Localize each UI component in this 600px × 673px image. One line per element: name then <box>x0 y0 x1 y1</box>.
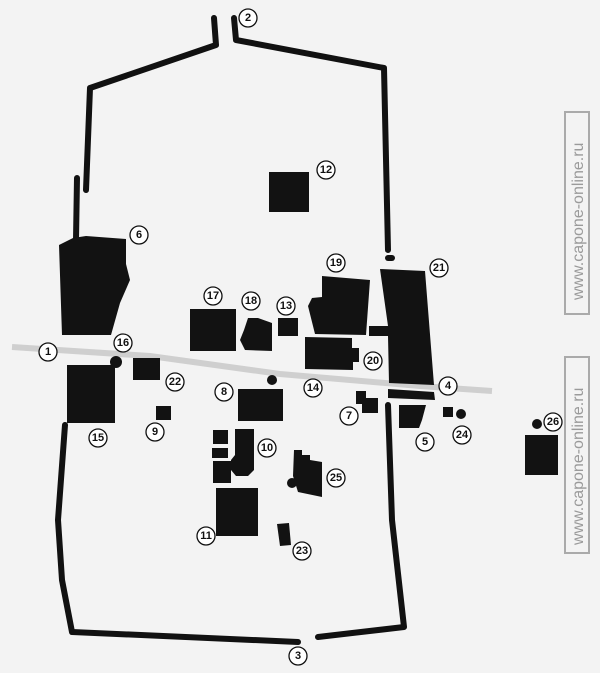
label-2: 2 <box>238 8 258 28</box>
label-15: 15 <box>88 428 108 448</box>
building-15 <box>67 365 115 423</box>
svg-text:17: 17 <box>207 290 219 302</box>
building-17 <box>190 309 236 351</box>
building-9 <box>156 406 171 420</box>
label-24: 24 <box>452 425 472 445</box>
svg-text:6: 6 <box>136 229 142 241</box>
label-21: 21 <box>429 258 449 278</box>
label-19: 19 <box>326 253 346 273</box>
label-20: 20 <box>363 351 383 371</box>
svg-text:16: 16 <box>117 337 129 349</box>
building-5 <box>399 405 426 428</box>
svg-text:18: 18 <box>245 295 257 307</box>
svg-text:13: 13 <box>280 300 292 312</box>
svg-text:10: 10 <box>261 442 273 454</box>
svg-text:20: 20 <box>367 355 379 367</box>
building-13 <box>278 318 298 336</box>
building-19 <box>308 276 370 335</box>
label-25: 25 <box>326 468 346 488</box>
svg-text:4: 4 <box>445 380 452 392</box>
label-22: 22 <box>165 372 185 392</box>
building-21 <box>369 269 434 385</box>
building-25-dome <box>287 478 297 488</box>
building-22 <box>133 358 160 380</box>
wall-south-east <box>315 402 407 640</box>
wall-north-west <box>83 15 219 193</box>
building-26-dome <box>532 419 542 429</box>
svg-text:9: 9 <box>152 426 158 438</box>
building-26 <box>525 435 558 475</box>
building-23 <box>277 523 291 546</box>
building-6 <box>59 236 130 335</box>
building-4 <box>388 389 435 400</box>
city-walls <box>55 15 407 645</box>
building-11 <box>216 488 258 536</box>
label-14: 14 <box>303 378 323 398</box>
building-16 <box>110 356 122 368</box>
svg-text:1: 1 <box>45 346 51 358</box>
building-8-dome <box>267 375 277 385</box>
svg-text:22: 22 <box>169 376 181 388</box>
watermark-bottom: www.capone-online.ru <box>564 356 590 554</box>
wall-west-upper <box>73 175 80 243</box>
label-11: 11 <box>196 526 216 546</box>
svg-text:3: 3 <box>295 650 301 662</box>
building-24-dome <box>456 409 466 419</box>
building-18 <box>240 318 272 351</box>
label-9: 9 <box>145 422 165 442</box>
label-13: 13 <box>276 296 296 316</box>
label-10: 10 <box>257 438 277 458</box>
building-10a <box>213 430 228 444</box>
buildings <box>59 172 558 546</box>
wall-east <box>231 15 391 253</box>
wall-west-lower <box>55 422 301 645</box>
building-10b <box>212 448 228 458</box>
label-18: 18 <box>241 291 261 311</box>
svg-text:26: 26 <box>547 416 559 428</box>
svg-text:15: 15 <box>92 432 104 444</box>
label-17: 17 <box>203 286 223 306</box>
svg-text:8: 8 <box>221 386 227 398</box>
label-8: 8 <box>214 382 234 402</box>
svg-text:www.capone-online.ru: www.capone-online.ru <box>570 143 587 301</box>
building-25 <box>293 450 322 497</box>
svg-text:2: 2 <box>245 12 251 24</box>
svg-text:19: 19 <box>330 257 342 269</box>
svg-text:21: 21 <box>433 262 445 274</box>
label-4: 4 <box>438 376 458 396</box>
building-10 <box>231 429 254 476</box>
label-26: 26 <box>543 412 563 432</box>
label-7: 7 <box>339 406 359 426</box>
svg-text:7: 7 <box>346 410 352 422</box>
label-1: 1 <box>38 342 58 362</box>
label-16: 16 <box>113 333 133 353</box>
building-7 <box>356 391 378 413</box>
label-6: 6 <box>129 225 149 245</box>
building-10c <box>213 461 231 483</box>
building-12 <box>269 172 309 212</box>
svg-text:www.capone-online.ru: www.capone-online.ru <box>570 388 587 546</box>
svg-text:11: 11 <box>200 530 212 542</box>
building-24 <box>443 407 453 417</box>
svg-text:24: 24 <box>456 429 469 441</box>
label-23: 23 <box>292 541 312 561</box>
label-5: 5 <box>415 432 435 452</box>
label-12: 12 <box>316 160 336 180</box>
watermark-top: www.capone-online.ru <box>564 111 590 315</box>
svg-text:23: 23 <box>296 545 308 557</box>
labels: 1 2 3 4 5 6 7 8 9 10 11 12 13 14 15 16 1… <box>38 8 563 666</box>
svg-text:12: 12 <box>320 164 332 176</box>
building-20 <box>305 337 359 370</box>
svg-text:25: 25 <box>330 472 342 484</box>
label-3: 3 <box>288 646 308 666</box>
svg-text:14: 14 <box>307 382 320 394</box>
svg-text:5: 5 <box>422 436 428 448</box>
building-8 <box>238 389 283 421</box>
